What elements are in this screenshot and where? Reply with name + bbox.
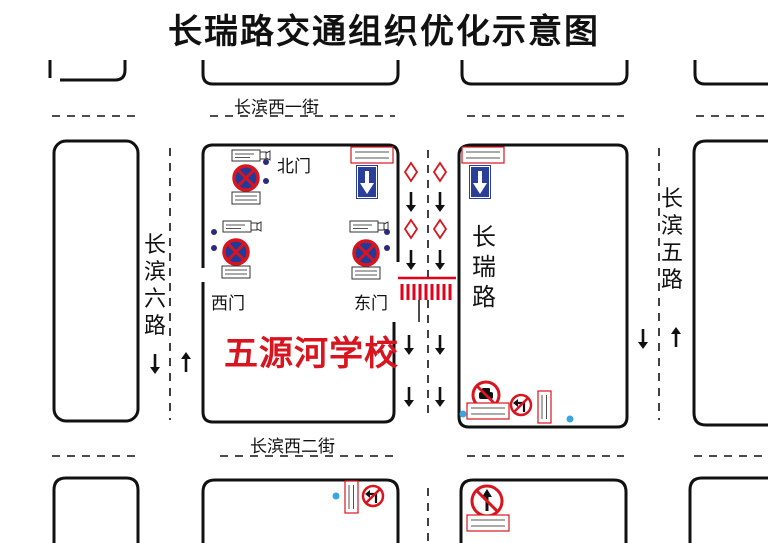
block-far-east — [692, 139, 768, 427]
one-way-arrow-icon — [354, 163, 493, 201]
block-bottom-center — [201, 478, 400, 543]
school-name: 五源河学校 — [224, 334, 399, 374]
block-bottom-east — [459, 478, 628, 543]
gate-label-west: 西门 — [211, 294, 245, 314]
block-bottom-far-east — [688, 476, 768, 543]
road-label-main-road: 长瑞路 — [472, 223, 496, 311]
road-label-west-road: 长滨六路 — [143, 233, 166, 339]
gate-label-east: 东门 — [354, 294, 388, 314]
block-east — [457, 143, 629, 429]
no-straight-icon — [470, 484, 504, 518]
block-top-far-right — [693, 60, 768, 86]
page-title: 长瑞路交通组织优化示意图 — [168, 12, 600, 52]
block-top-center — [201, 60, 400, 86]
block-west — [52, 139, 140, 423]
block-bottom-west — [52, 476, 140, 543]
road-label-south-street: 长滨西二街 — [250, 437, 335, 457]
road-label-east-road: 长滨五路 — [660, 187, 683, 293]
block-top-right — [460, 60, 629, 86]
crosswalk-icon — [398, 276, 456, 300]
road-label-north-street: 长滨西一街 — [234, 98, 319, 118]
gate-label-north: 北门 — [277, 157, 311, 177]
no-parking-icon — [222, 164, 380, 267]
school-block-top — [213, 143, 400, 262]
